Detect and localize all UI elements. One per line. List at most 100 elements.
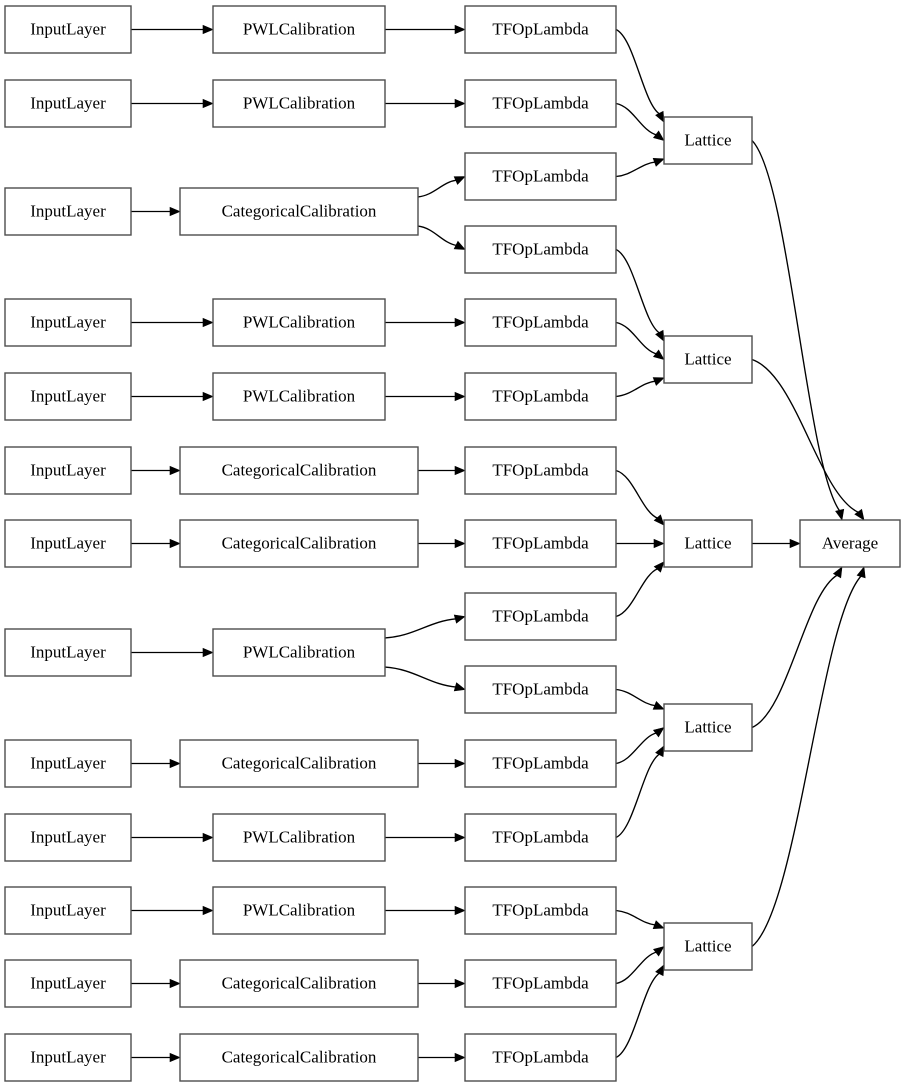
edge-line [615,161,656,178]
node-input-layer-in11[interactable]: InputLayer [4,886,132,935]
node-pwlcalibration-cal8[interactable]: PWLCalibration [212,628,386,677]
node-box[interactable] [663,922,753,971]
node-box[interactable] [179,446,419,495]
node-box[interactable] [464,372,617,421]
node-box[interactable] [464,886,617,935]
node-lattice-lat4[interactable]: Lattice [663,703,753,752]
node-box[interactable] [4,79,132,128]
node-categorical-calibration-cal6[interactable]: CategoricalCalibration [179,446,419,495]
node-lattice-lat2[interactable]: Lattice [663,335,753,384]
node-pwlcalibration-cal2[interactable]: PWLCalibration [212,79,386,128]
node-lattice-lat5[interactable]: Lattice [663,922,753,971]
node-pwlcalibration-cal4[interactable]: PWLCalibration [212,298,386,347]
node-tfop-lambda-op12[interactable]: TFOpLambda [464,813,617,862]
node-tfop-lambda-op13[interactable]: TFOpLambda [464,886,617,935]
node-tfop-lambda-op2[interactable]: TFOpLambda [464,79,617,128]
node-box[interactable] [464,519,617,568]
node-box[interactable] [212,5,386,54]
node-tfop-lambda-op15[interactable]: TFOpLambda [464,1033,617,1082]
node-categorical-calibration-cal3[interactable]: CategoricalCalibration [179,187,419,236]
node-pwlcalibration-cal1[interactable]: PWLCalibration [212,5,386,54]
node-input-layer-in5[interactable]: InputLayer [4,372,132,421]
node-box[interactable] [179,519,419,568]
node-tfop-lambda-op4[interactable]: TFOpLambda [464,225,617,274]
node-lattice-lat3[interactable]: Lattice [663,519,753,568]
node-box[interactable] [663,116,753,165]
node-pwlcalibration-cal11[interactable]: PWLCalibration [212,886,386,935]
node-input-layer-in2[interactable]: InputLayer [4,79,132,128]
node-label: InputLayer [30,19,106,38]
node-box[interactable] [4,5,132,54]
node-box[interactable] [179,187,419,236]
node-lattice-lat1[interactable]: Lattice [663,116,753,165]
node-input-layer-in7[interactable]: InputLayer [4,519,132,568]
node-box[interactable] [4,739,132,788]
node-box[interactable] [179,959,419,1008]
node-input-layer-in8[interactable]: InputLayer [4,628,132,677]
node-tfop-lambda-op14[interactable]: TFOpLambda [464,959,617,1008]
node-box[interactable] [464,959,617,1008]
node-tfop-lambda-op9[interactable]: TFOpLambda [464,592,617,641]
node-box[interactable] [4,519,132,568]
node-box[interactable] [464,298,617,347]
node-box[interactable] [464,592,617,641]
node-box[interactable] [4,628,132,677]
node-box[interactable] [4,372,132,421]
node-box[interactable] [4,959,132,1008]
node-box[interactable] [212,628,386,677]
node-input-layer-in1[interactable]: InputLayer [4,5,132,54]
node-box[interactable] [663,703,753,752]
node-box[interactable] [212,372,386,421]
node-input-layer-in13[interactable]: InputLayer [4,1033,132,1082]
node-box[interactable] [464,446,617,495]
arrowhead-icon [854,508,865,521]
node-categorical-calibration-cal7[interactable]: CategoricalCalibration [179,519,419,568]
node-tfop-lambda-op6[interactable]: TFOpLambda [464,372,617,421]
node-tfop-lambda-op3[interactable]: TFOpLambda [464,152,617,201]
edge-categorical-calibration-to-tfop-lambda [418,1052,466,1063]
node-categorical-calibration-cal9[interactable]: CategoricalCalibration [179,739,419,788]
node-box[interactable] [179,739,419,788]
node-box[interactable] [179,1033,419,1082]
node-box[interactable] [212,813,386,862]
node-box[interactable] [464,79,617,128]
node-box[interactable] [464,5,617,54]
node-box[interactable] [464,152,617,201]
node-box[interactable] [212,298,386,347]
node-box[interactable] [663,519,753,568]
node-input-layer-in9[interactable]: InputLayer [4,739,132,788]
node-input-layer-in12[interactable]: InputLayer [4,959,132,1008]
node-box[interactable] [4,813,132,862]
node-tfop-lambda-op7[interactable]: TFOpLambda [464,446,617,495]
node-box[interactable] [4,1033,132,1082]
node-pwlcalibration-cal10[interactable]: PWLCalibration [212,813,386,862]
edge-line [417,225,458,247]
node-box[interactable] [4,446,132,495]
node-box[interactable] [464,665,617,714]
node-tfop-lambda-op11[interactable]: TFOpLambda [464,739,617,788]
node-tfop-lambda-op1[interactable]: TFOpLambda [464,5,617,54]
node-box[interactable] [464,1033,617,1082]
node-input-layer-in4[interactable]: InputLayer [4,298,132,347]
node-input-layer-in3[interactable]: InputLayer [4,187,132,236]
node-box[interactable] [4,886,132,935]
node-box[interactable] [4,187,132,236]
node-tfop-lambda-op10[interactable]: TFOpLambda [464,665,617,714]
node-box[interactable] [212,79,386,128]
node-input-layer-in6[interactable]: InputLayer [4,446,132,495]
node-box[interactable] [799,519,901,568]
node-input-layer-in10[interactable]: InputLayer [4,813,132,862]
node-box[interactable] [464,813,617,862]
node-tfop-lambda-op8[interactable]: TFOpLambda [464,519,617,568]
node-box[interactable] [464,225,617,274]
node-box[interactable] [464,739,617,788]
node-box[interactable] [4,298,132,347]
node-categorical-calibration-cal13[interactable]: CategoricalCalibration [179,1033,419,1082]
edge-lattice-to-average [752,538,801,549]
node-pwlcalibration-cal5[interactable]: PWLCalibration [212,372,386,421]
node-categorical-calibration-cal12[interactable]: CategoricalCalibration [179,959,419,1008]
node-box[interactable] [212,886,386,935]
node-average-avg[interactable]: Average [799,519,901,568]
node-box[interactable] [663,335,753,384]
node-tfop-lambda-op5[interactable]: TFOpLambda [464,298,617,347]
